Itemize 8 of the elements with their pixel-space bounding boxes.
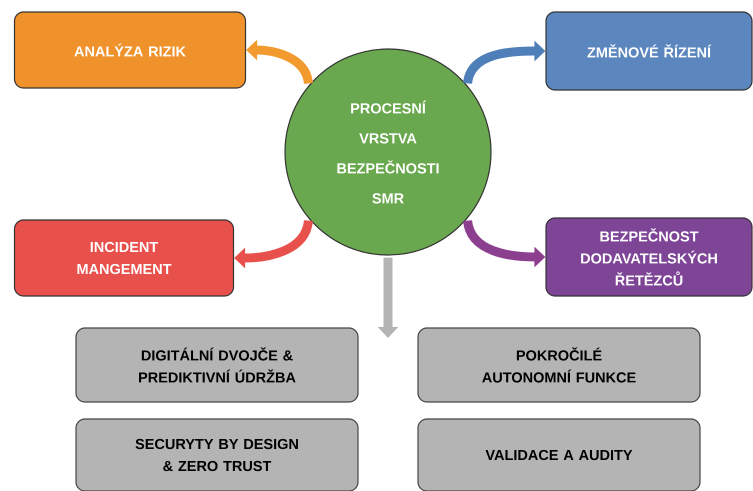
feature-box: VALIDACE A AUDITY (417, 418, 701, 491)
feature-box: POKROČILÉ AUTONOMNÍ FUNKCE (417, 327, 701, 403)
feature-box: SECURYTY BY DESIGN & ZERO TRUST (75, 418, 359, 491)
topic-box: BEZPEČNOST DODAVATELSKÝCH ŘETĚZCŮ (545, 217, 753, 297)
topic-box: ZMĚNOVÉ ŘÍZENÍ (545, 11, 753, 91)
topic-box: ANALÝZA RIZIK (14, 11, 246, 89)
topic-box: INCIDENT MANGEMENT (14, 219, 234, 297)
feature-box: DIGITÁLNÍ DVOJČE & PREDIKTIVNÍ ÚDRŽBA (75, 327, 359, 403)
